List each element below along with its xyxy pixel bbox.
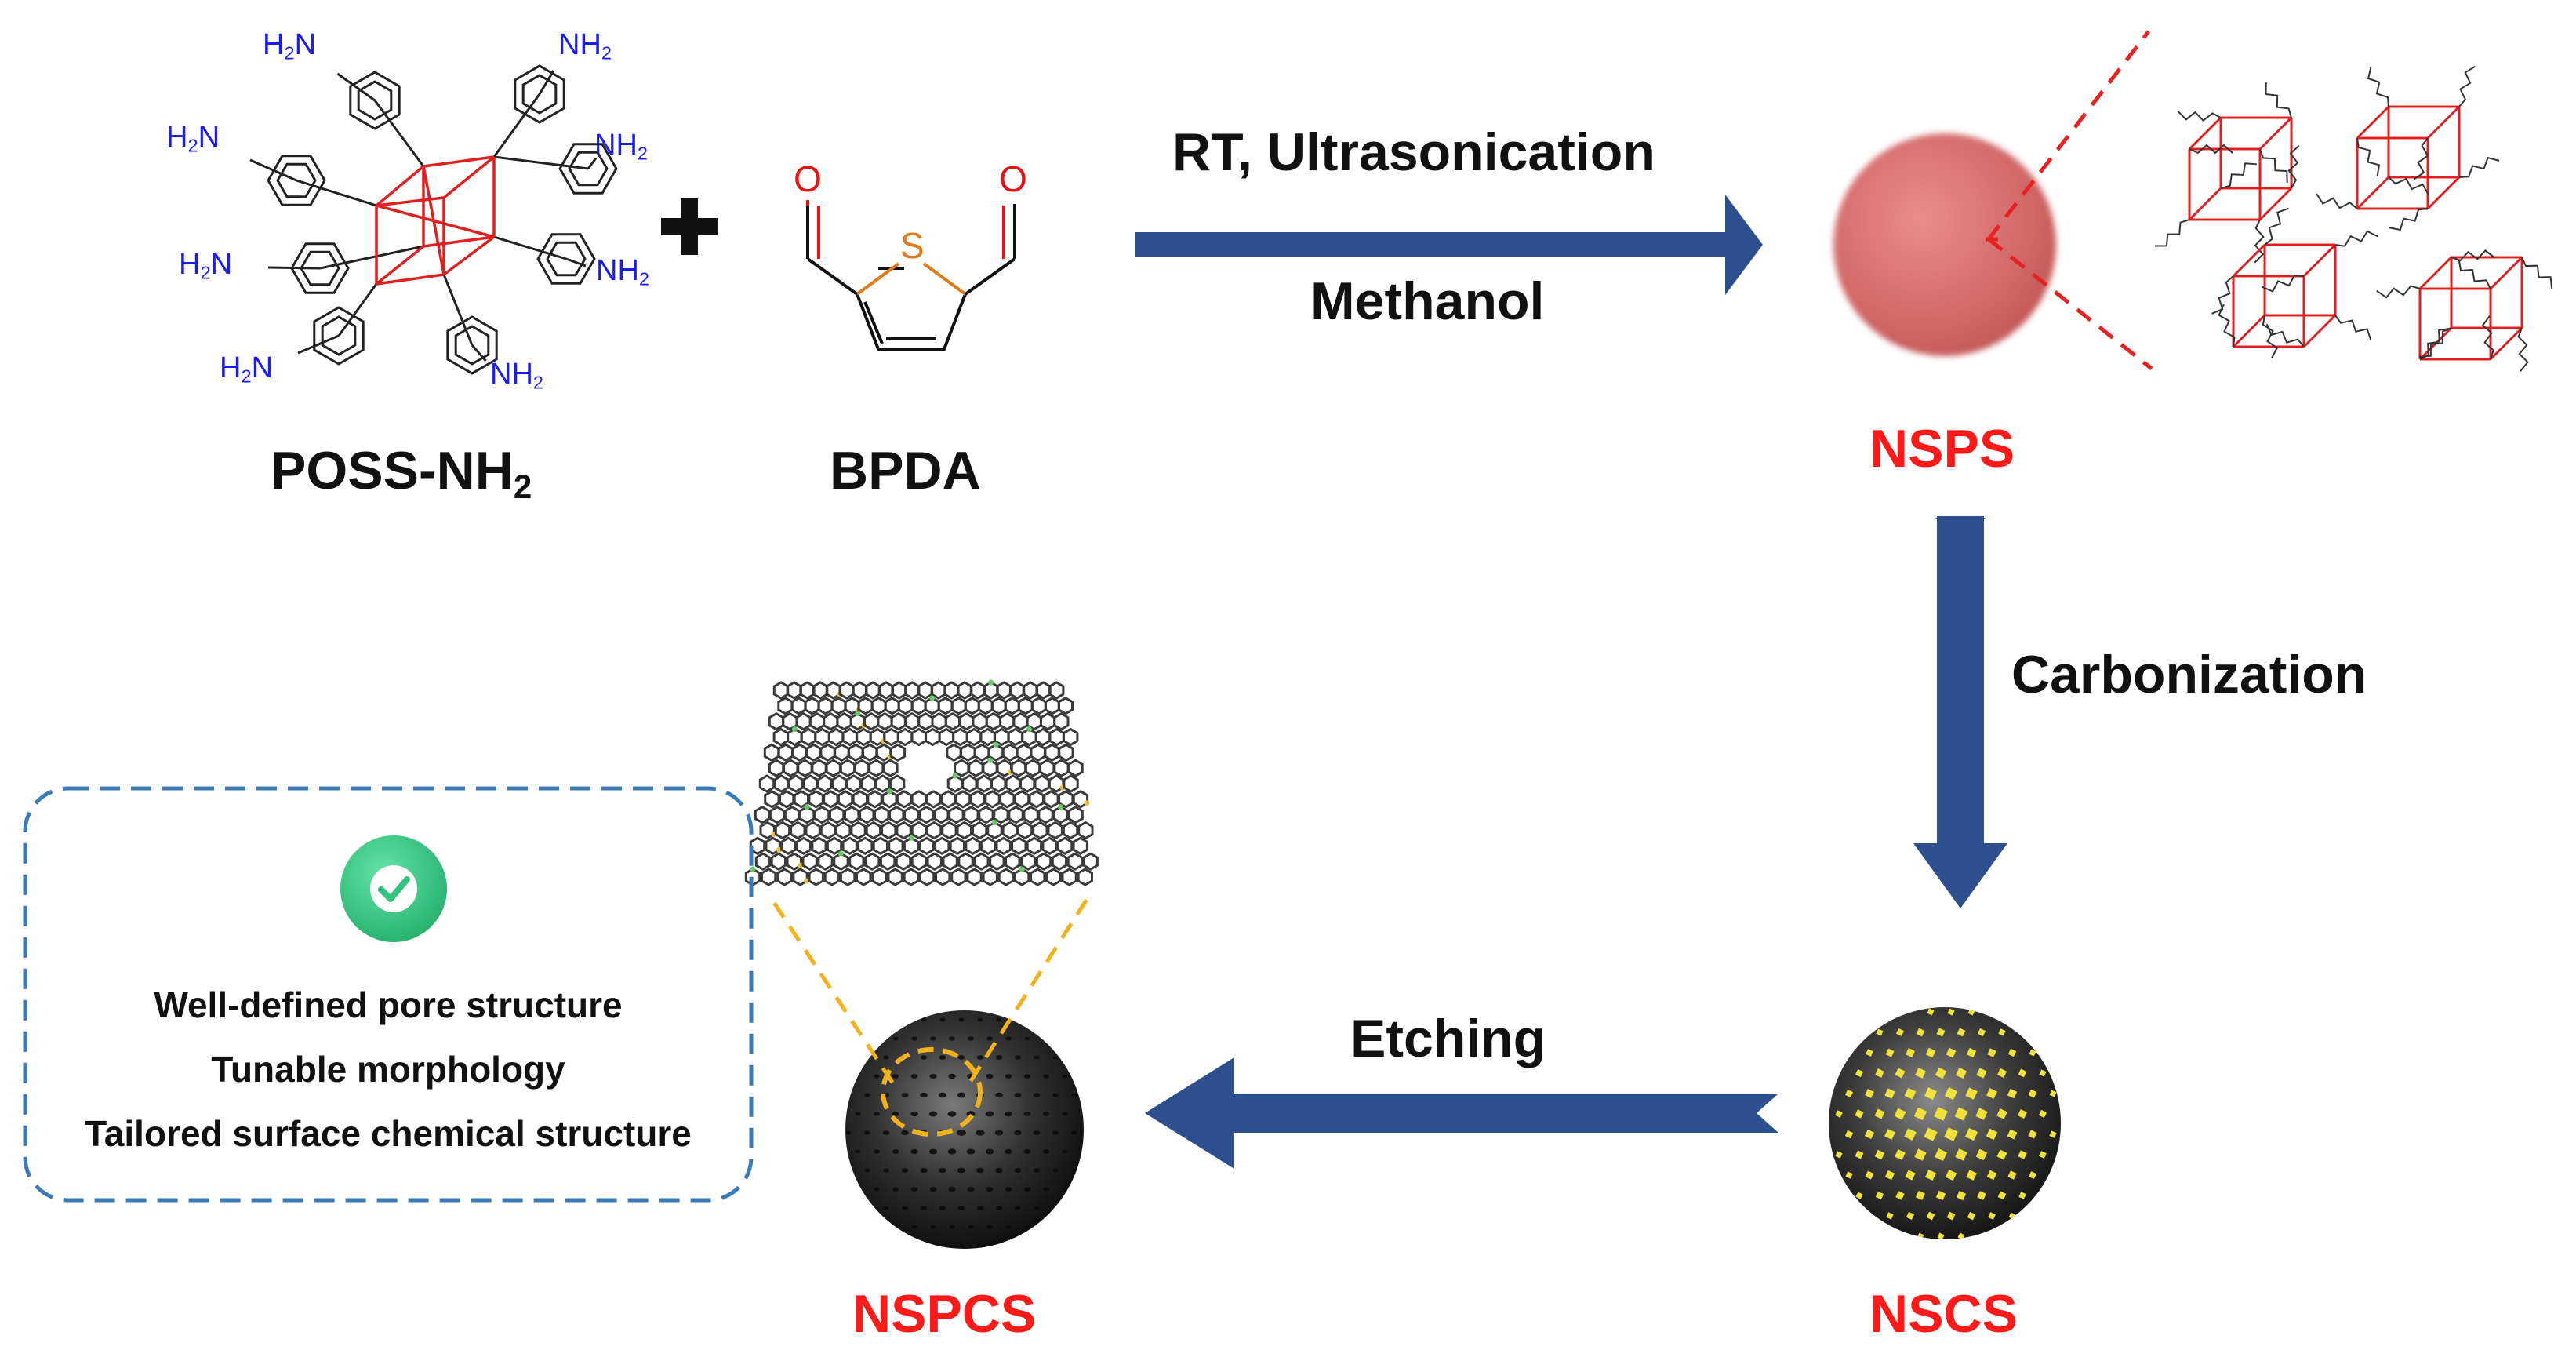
nsps-label: NSPS [1869, 419, 2015, 479]
bpda-oxygen-right: O [999, 158, 1027, 199]
amine-group-8: NH2 [490, 358, 543, 393]
arrow-step2 [1913, 516, 2007, 908]
amine-group-3: H2N [166, 121, 220, 156]
graphene-sheet [744, 679, 1099, 886]
network-cube-1 [2188, 116, 2293, 221]
nscs-label: NSCS [1869, 1284, 2018, 1344]
plus-sign [661, 198, 718, 255]
step1-condition-top: RT, Ultrasonication [1172, 122, 1655, 182]
bpda-label: BPDA [830, 444, 981, 497]
bpda-structure [806, 200, 1016, 351]
amine-group-2: NH2 [558, 28, 612, 64]
step2-condition: Carbonization [2011, 645, 2367, 704]
step1-condition-bottom: Methanol [1310, 271, 1545, 331]
poss-nh2-label: POSS-NH2 [271, 444, 532, 504]
arrow-step1 [1135, 195, 1763, 295]
nscs-sphere [1829, 1007, 2061, 1239]
nspcs-zoom-lines [766, 893, 1092, 1084]
nsps-sphere [1833, 133, 2056, 356]
nspcs-label: NSPCS [852, 1284, 1037, 1344]
feature-line-2: Tunable morphology [211, 1049, 565, 1090]
arrow-step3 [1145, 1057, 1778, 1169]
amine-group-7: H2N [220, 351, 274, 387]
bpda-label-text: BPDA [830, 441, 981, 500]
feature-list: Well-defined pore structure Tunable morp… [12, 987, 765, 1167]
network-cube-2 [2356, 105, 2461, 210]
feature-line-3: Tailored surface chemical structure [85, 1113, 692, 1154]
amine-group-5: H2N [179, 248, 233, 283]
feature-line-1: Well-defined pore structure [154, 984, 623, 1025]
poss-nh2-structure [249, 64, 618, 375]
poss-network [2155, 65, 2553, 372]
amine-group-1: H2N [263, 28, 317, 64]
poss-label-subscript: 2 [513, 468, 532, 505]
amine-group-6: NH2 [596, 254, 649, 289]
nsps-zoom-lines [1987, 30, 2153, 370]
feature-box [23, 786, 754, 1203]
amine-group-4: NH2 [594, 129, 648, 164]
network-cube-3 [2232, 243, 2337, 348]
step3-condition: Etching [1350, 1009, 1546, 1068]
bpda-oxygen-left: O [794, 158, 822, 199]
poss-label-text: POSS-NH [271, 441, 514, 500]
bpda-sulfur-atom: S [900, 225, 925, 266]
nspcs-sphere [845, 1010, 1084, 1249]
check-icon [340, 835, 447, 942]
